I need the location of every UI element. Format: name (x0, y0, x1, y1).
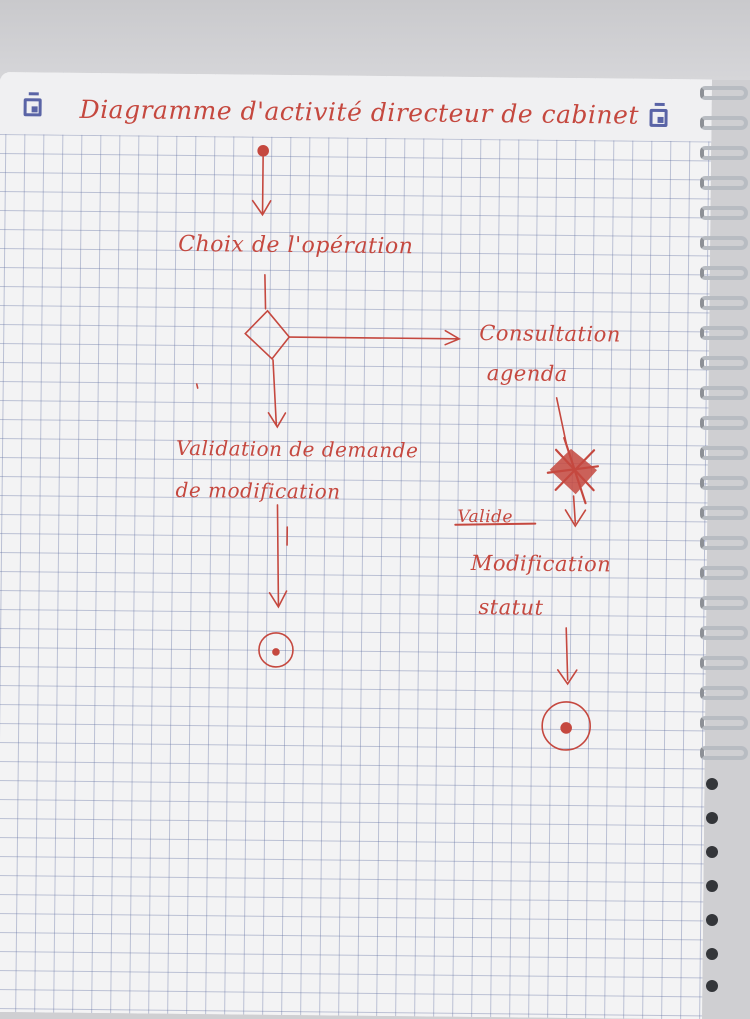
initial-node (258, 146, 268, 156)
flow-arrow (289, 337, 457, 339)
decision-diamond (245, 311, 290, 359)
action-label-choice: Choix de l'opération (178, 232, 413, 259)
arrowhead (445, 331, 459, 345)
flow-arrow (272, 360, 277, 425)
flow-arrow (556, 398, 566, 443)
action-label-validation-line2: de modification (176, 478, 341, 504)
arrowhead (253, 201, 271, 215)
action-label-modification-line2: statut (478, 595, 543, 620)
notebook-page: Diagramme d'activité directeur de cabine… (0, 72, 712, 1019)
struck-label: Valide (457, 507, 513, 528)
flow-arrow (566, 628, 569, 680)
flow-arrow (263, 157, 264, 213)
flow-arrow (265, 275, 266, 309)
action-label-consultation-line1: Consultation (479, 321, 621, 346)
action-label-modification-line1: Modification (471, 551, 612, 576)
background-shadow (0, 0, 750, 80)
action-label-validation-line1: Validation de demande (176, 436, 419, 463)
arrowhead (268, 413, 285, 427)
activity-diagram (0, 72, 712, 1019)
action-label-consultation-line2: agenda (487, 361, 568, 386)
flow-arrow (573, 496, 575, 523)
flow-arrow (276, 505, 279, 605)
scribbled-decision (548, 438, 599, 504)
